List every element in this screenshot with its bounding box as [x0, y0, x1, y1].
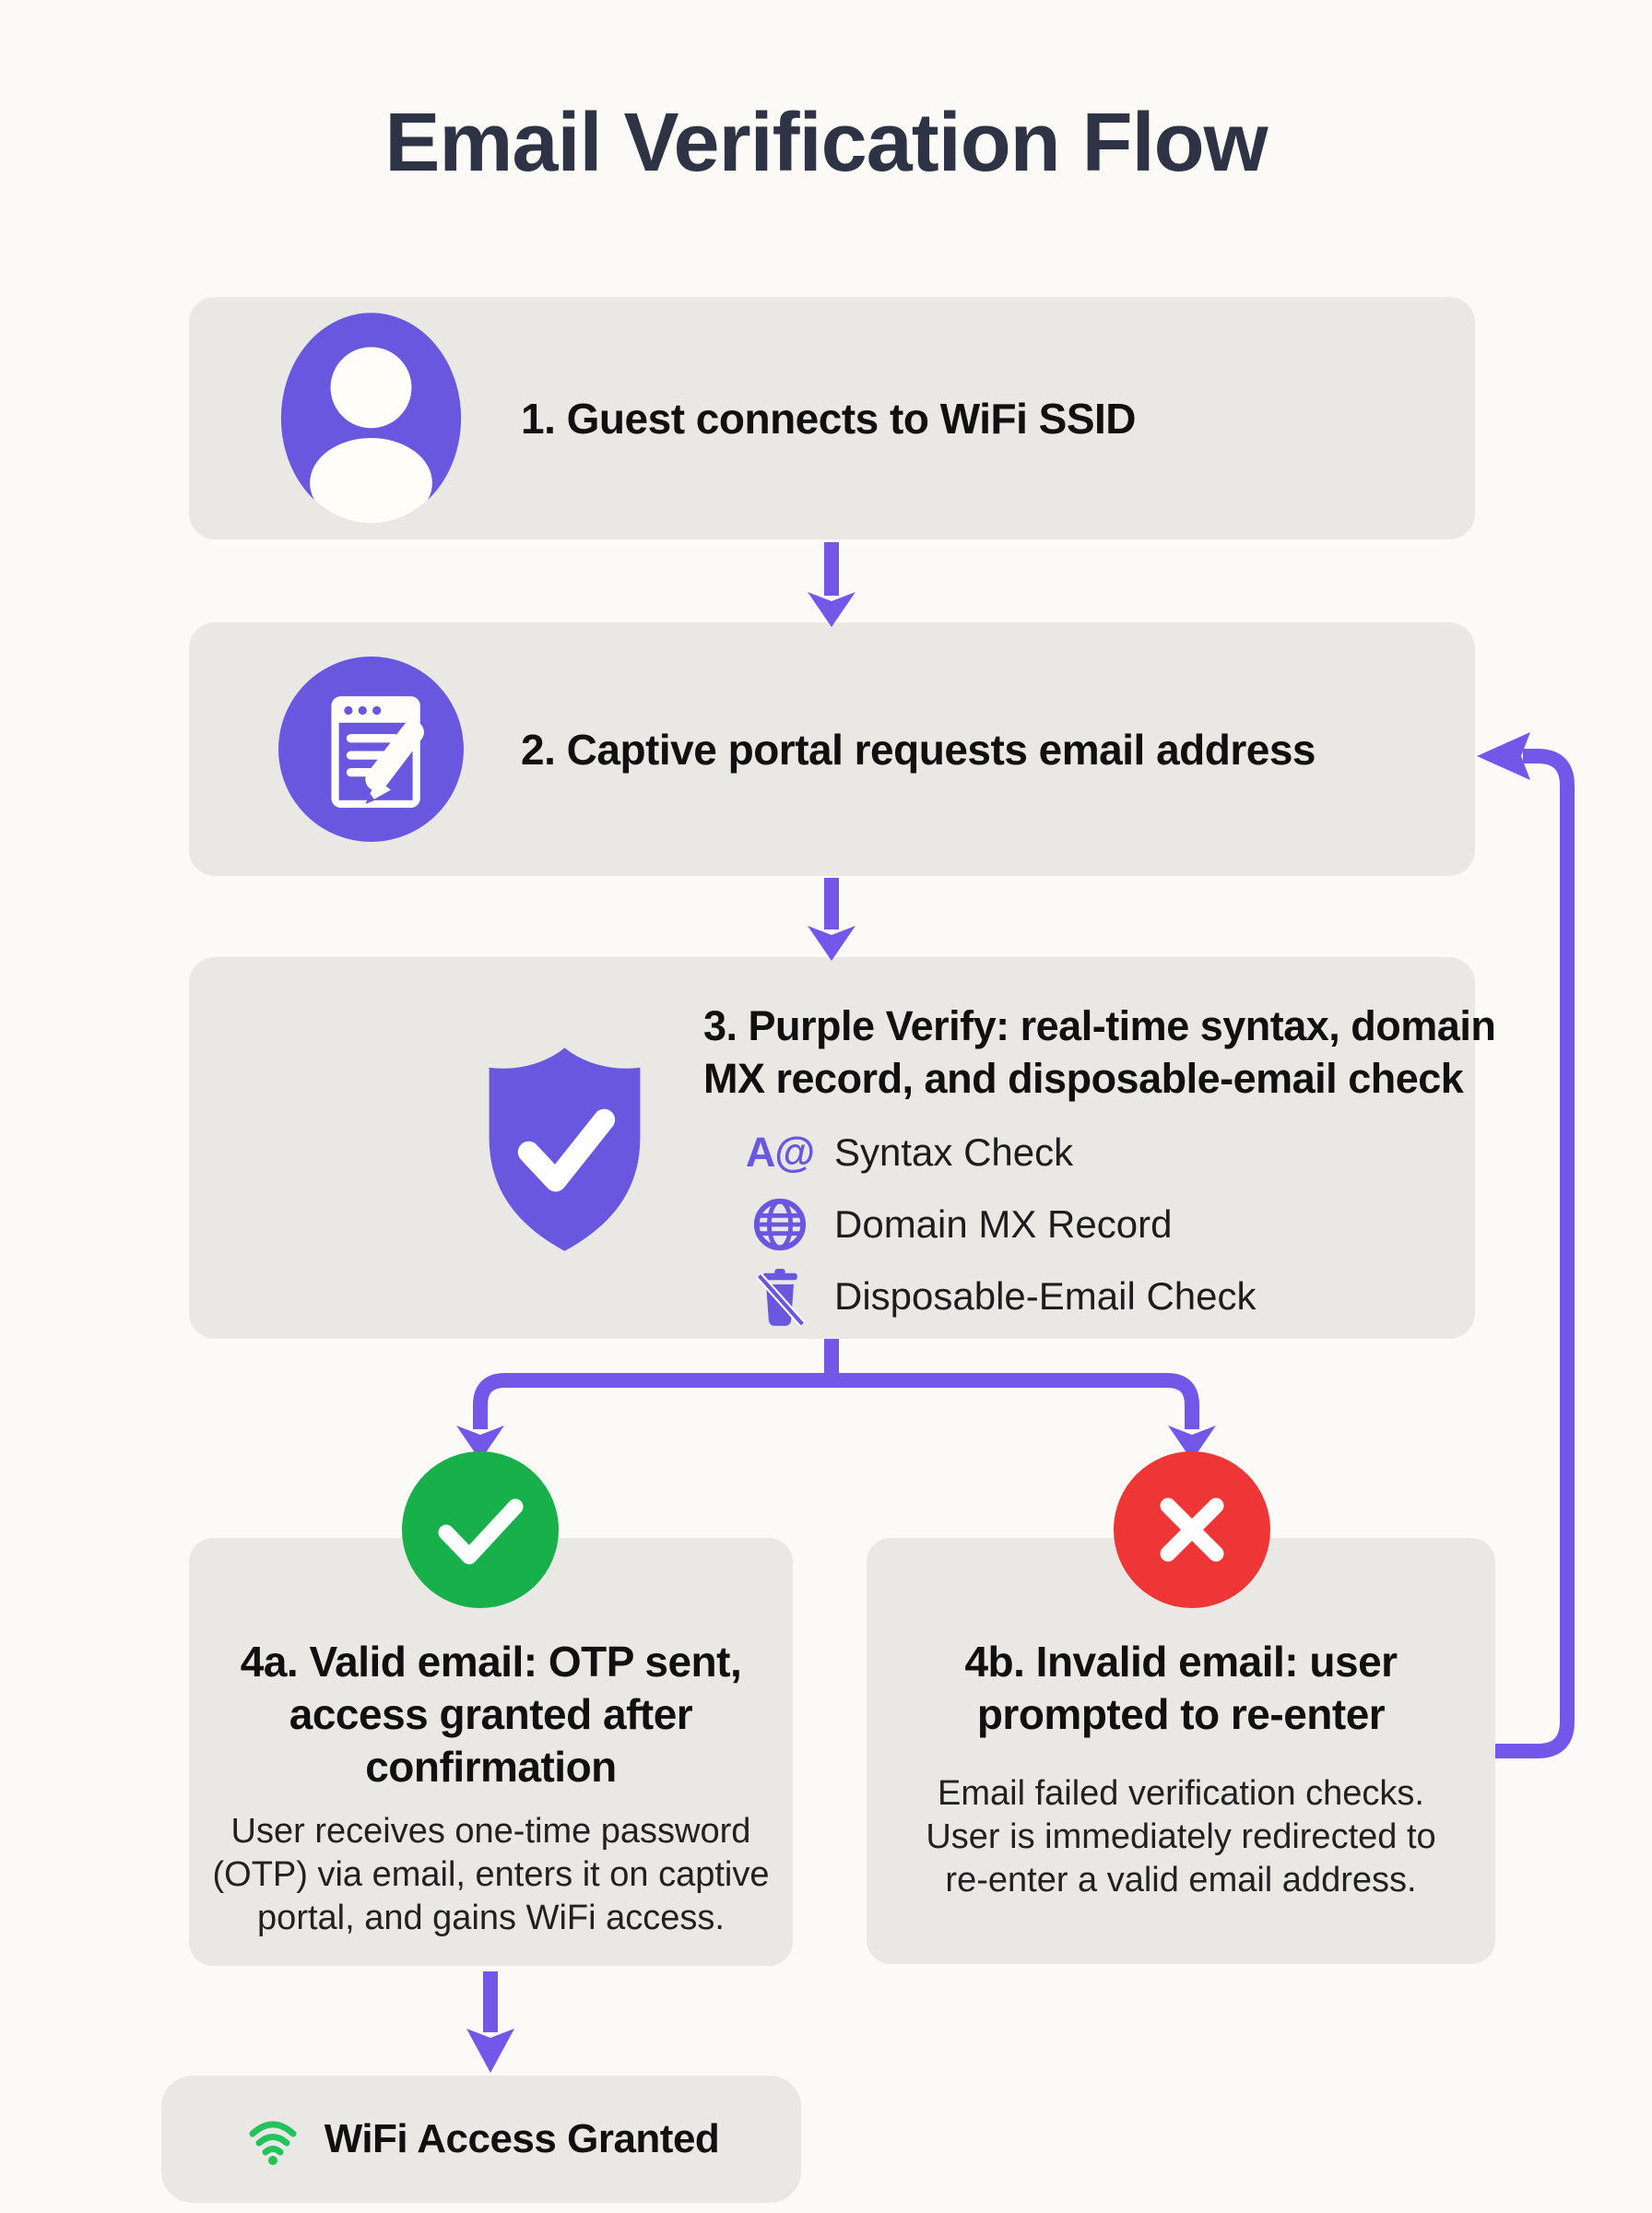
- step4a-card: 4a. Valid email: OTP sent, access grante…: [189, 1538, 793, 1966]
- shield-check-icon: [475, 1042, 655, 1259]
- step2-label: 2. Captive portal requests email address: [521, 725, 1316, 774]
- step1-label: 1. Guest connects to WiFi SSID: [521, 394, 1137, 443]
- step4a-title: 4a. Valid email: OTP sent, access grante…: [240, 1638, 742, 1791]
- check-label-mx: Domain MX Record: [834, 1202, 1173, 1246]
- check-row-disposable: Disposable-Email Check: [749, 1263, 1257, 1330]
- step1-card: 1. Guest connects to WiFi SSID: [189, 297, 1475, 539]
- verification-checks-list: A@ Syntax Check Domain MX Record: [745, 1119, 1257, 1330]
- globe-icon: [749, 1196, 810, 1253]
- trash-slash-icon: [749, 1265, 810, 1328]
- check-row-syntax: A@ Syntax Check: [745, 1129, 1074, 1176]
- result-card: WiFi Access Granted: [161, 2076, 801, 2203]
- step3-card: 3. Purple Verify: real-time syntax, doma…: [189, 957, 1496, 1339]
- guest-user-icon: [277, 310, 466, 527]
- step3-title: 3. Purple Verify: real-time syntax, doma…: [703, 1002, 1496, 1102]
- check-label-disposable: Disposable-Email Check: [834, 1274, 1257, 1318]
- step2-card: 2. Captive portal requests email address: [189, 622, 1475, 876]
- check-row-mx: Domain MX Record: [749, 1191, 1257, 1258]
- wifi-icon: [243, 2112, 302, 2167]
- check-label-syntax: Syntax Check: [834, 1130, 1074, 1174]
- captive-portal-form-icon: [277, 655, 466, 844]
- step4b-body: Email failed verification checks. User i…: [926, 1774, 1436, 1899]
- result-label: WiFi Access Granted: [324, 2116, 720, 2161]
- step4b-card: 4b. Invalid email: user prompted to re-e…: [867, 1538, 1495, 1964]
- invalid-x-icon: [1114, 1451, 1270, 1608]
- valid-check-icon: [402, 1451, 559, 1608]
- page-title: Email Verification Flow: [384, 97, 1268, 189]
- step4b-title: 4b. Invalid email: user prompted to re-e…: [964, 1638, 1398, 1738]
- step4a-body: User receives one-time password (OTP) vi…: [212, 1812, 770, 1937]
